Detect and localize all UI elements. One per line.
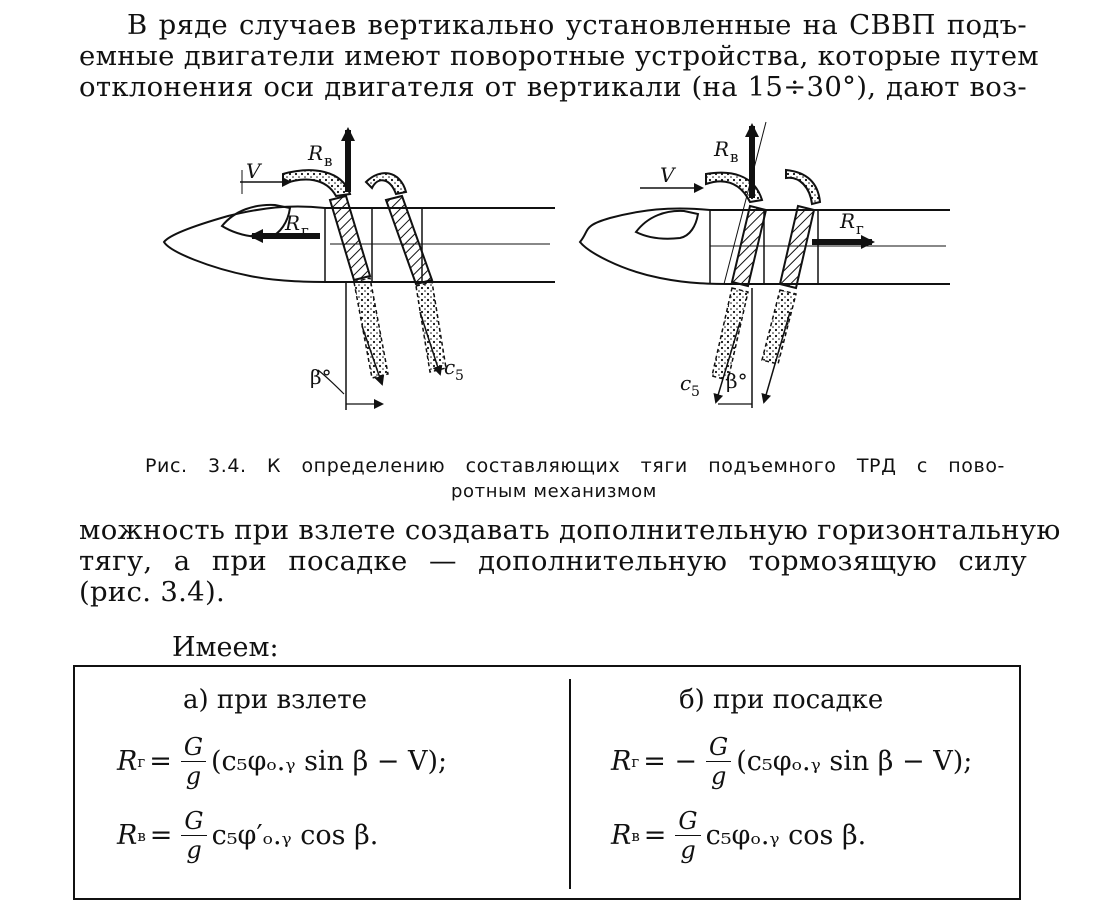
label-rv-left: R	[307, 141, 323, 165]
label-rv-sub-left: в	[324, 152, 332, 170]
label-v-right: V	[660, 163, 677, 187]
paragraph-line-2: емные двигатели имеют поворотные устройс…	[79, 40, 1039, 72]
figure-engine-thrust: V R в R г β° c 5 V R	[162, 121, 950, 410]
lead-text: Имеем:	[172, 632, 279, 663]
label-c5-sub-right: 5	[691, 384, 700, 400]
label-rv-right: R	[713, 137, 729, 161]
figure-caption-line-1: Рис. 3.4. К определению составляющих тяг…	[145, 455, 1005, 477]
label-rg-sub-left: г	[301, 222, 309, 240]
formula-divider	[569, 679, 571, 889]
figure-caption-line-2: ротным механизмом	[451, 481, 657, 502]
fuselage-left	[162, 205, 555, 283]
fuselage-right	[578, 207, 950, 285]
label-rg-left: R	[284, 211, 300, 235]
label-beta-right: β°	[726, 369, 748, 393]
label-rv-sub-right: в	[730, 148, 738, 166]
label-c5-sub-left: 5	[455, 368, 464, 384]
label-beta-left: β°	[310, 365, 332, 389]
paragraph-line-4: можность при взлете создавать дополнител…	[79, 514, 1061, 546]
cockpit-right	[634, 209, 700, 240]
paragraph-line-3: отклонения оси двигателя от вертикали (н…	[79, 71, 1027, 103]
heading-takeoff: а) при взлете	[183, 685, 367, 715]
label-c5-left: c	[444, 355, 455, 379]
diagram-landing: V R в R г β° c 5	[578, 121, 950, 408]
heading-landing: б) при посадке	[679, 685, 884, 715]
label-rg-right: R	[839, 209, 855, 233]
diagram-takeoff: V R в R г β° c 5	[162, 127, 555, 410]
label-v-left: V	[246, 159, 263, 183]
paragraph-line-1: В ряде случаев вертикально установленные…	[127, 9, 1027, 41]
paragraph-line-6: (рис. 3.4).	[79, 576, 226, 608]
paragraph-line-5: тягу, а при посадке — дополнительную тор…	[79, 545, 1027, 577]
label-rg-sub-right: г	[856, 220, 864, 238]
label-c5-right: c	[680, 371, 691, 395]
cockpit-left	[220, 203, 292, 239]
